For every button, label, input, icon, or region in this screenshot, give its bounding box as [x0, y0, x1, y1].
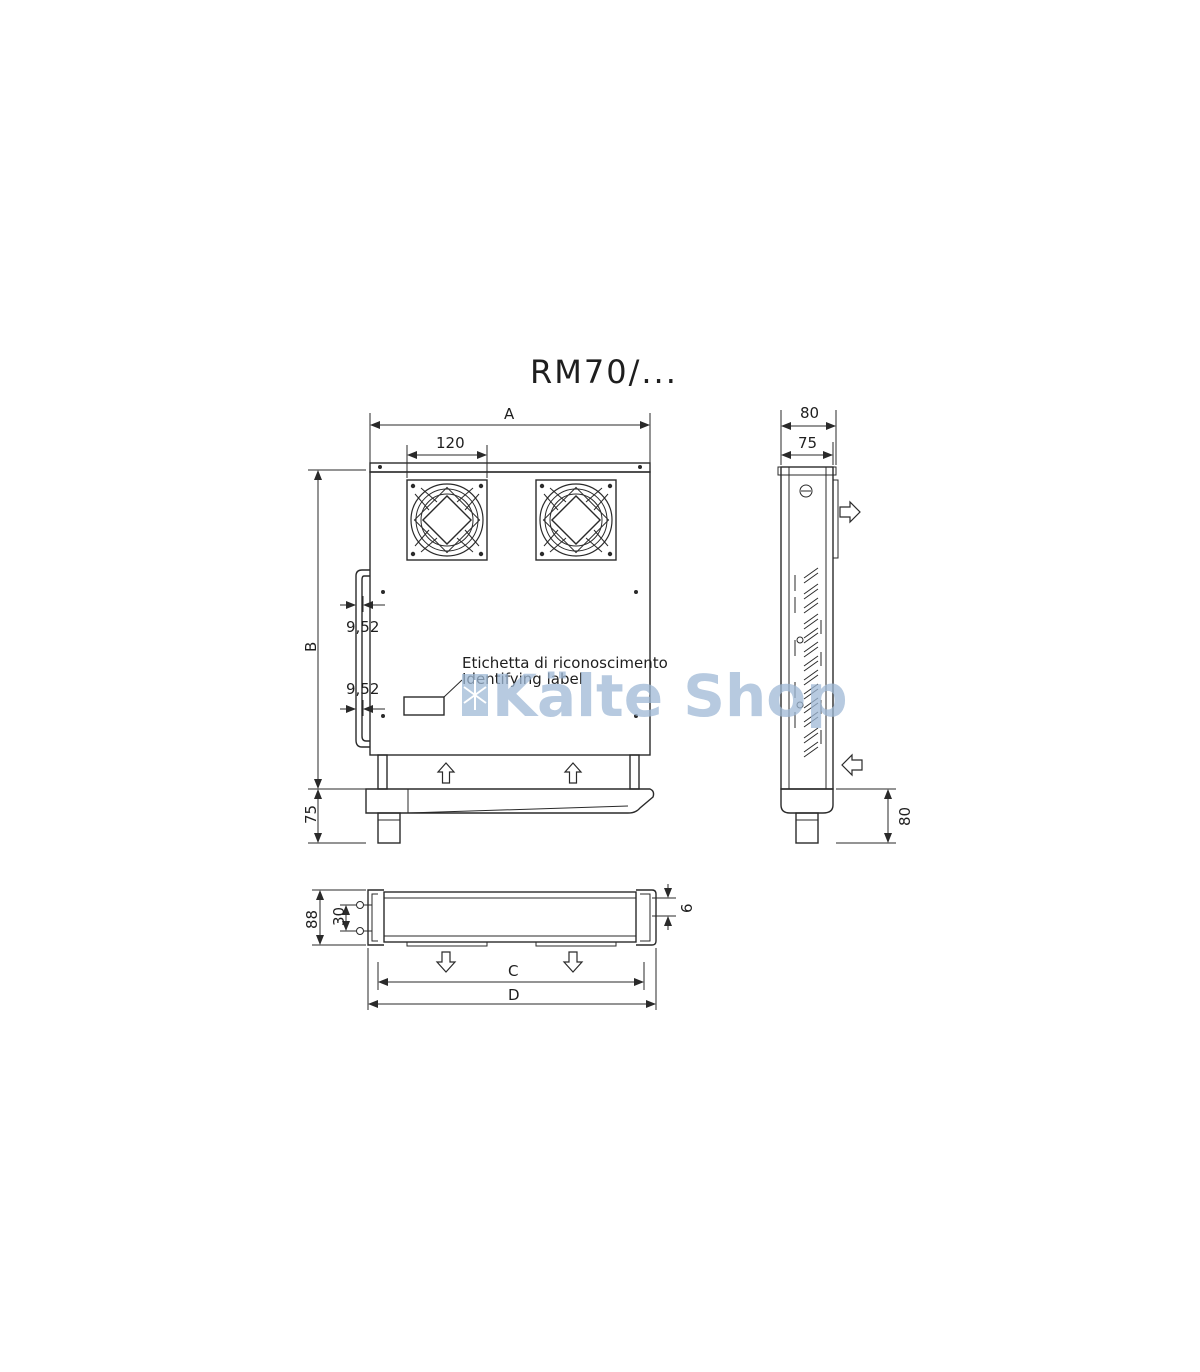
label-text-en: Identifying label — [462, 670, 583, 688]
air-in-arrow-icon — [841, 753, 863, 777]
top-view-dimensions: 88 30 6 C D — [303, 884, 696, 1010]
dim-pipe-lower-label: 9,52 — [346, 680, 379, 698]
side-view — [777, 466, 863, 844]
dim-pipe-upper-label: 9,52 — [346, 618, 379, 636]
dim-bracket-label: 6 — [678, 903, 696, 913]
airflow-down-arrow-icon — [562, 951, 584, 973]
label-text-it: Etichetta di riconoscimento — [462, 654, 668, 672]
dim-side-bottom-label: 80 — [896, 807, 914, 826]
side-view-dimensions: 80 75 80 — [780, 404, 914, 844]
dim-A-label: A — [504, 405, 515, 423]
fan-left-icon — [406, 479, 488, 561]
dim-fan-label: 120 — [436, 434, 465, 452]
identifying-label-box — [403, 696, 445, 716]
top-view — [356, 889, 657, 973]
air-out-arrow-icon — [839, 500, 861, 524]
dim-pipe-spacing-label: 30 — [330, 907, 348, 926]
front-view: Etichetta di riconoscimento Identifying … — [355, 462, 668, 844]
watermark: Kälte Shop — [462, 662, 848, 730]
front-view-dimensions: A 120 B 75 9,52 9,52 — [302, 405, 651, 844]
fan-right-icon — [535, 479, 617, 561]
dim-side-inner-label: 75 — [798, 434, 817, 452]
dim-B-label: B — [302, 642, 320, 652]
watermark-text: Kälte Shop — [492, 662, 848, 730]
dim-C-label: C — [508, 962, 518, 980]
airflow-arrow-icon — [564, 762, 582, 784]
dim-D-label: D — [508, 986, 520, 1004]
drawing-title: RM70/... — [530, 353, 678, 391]
airflow-down-arrow-icon — [435, 951, 457, 973]
airflow-arrow-icon — [437, 762, 455, 784]
dim-drain-label: 75 — [302, 805, 320, 824]
dim-side-outer-label: 80 — [800, 404, 819, 422]
dim-depth-label: 88 — [303, 910, 321, 929]
coil-slots — [794, 567, 822, 758]
